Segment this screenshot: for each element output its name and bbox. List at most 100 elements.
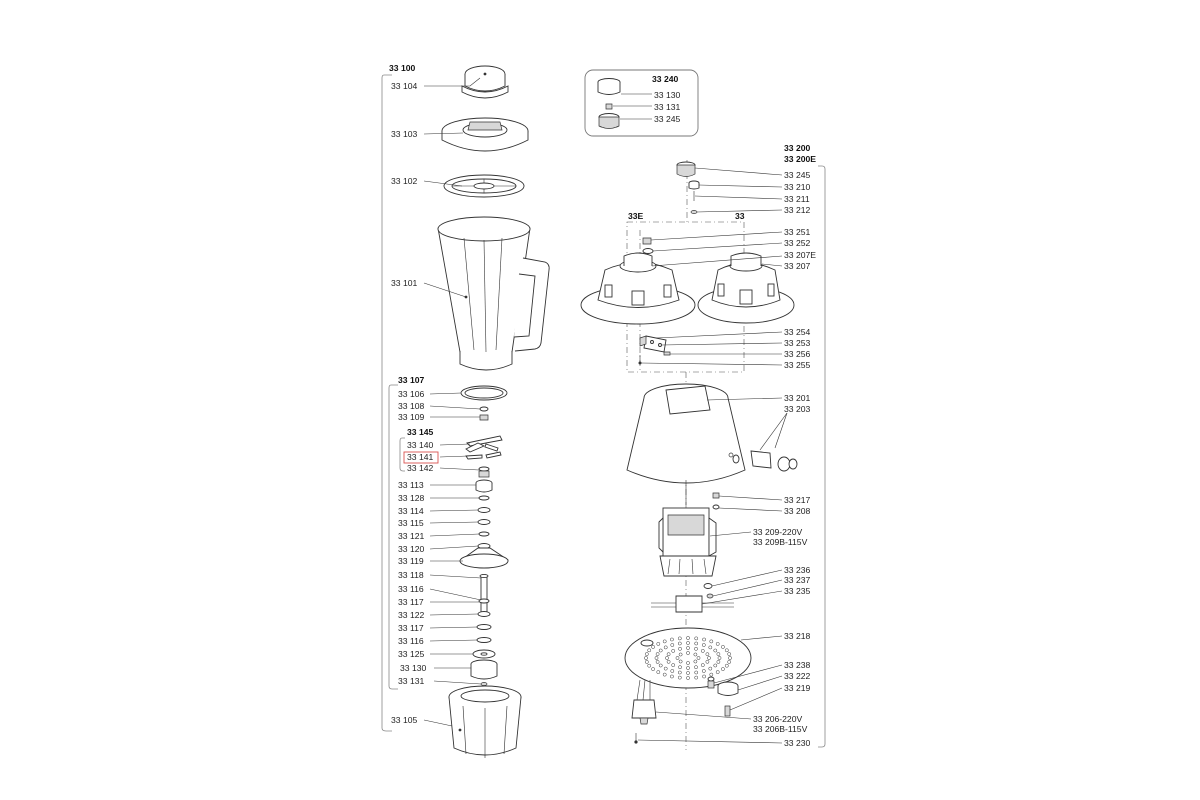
- foot-parts: [707, 676, 739, 717]
- plate-hole: [656, 670, 661, 674]
- motor-base-33207E: [580, 252, 696, 325]
- part-label: 33 130: [400, 663, 427, 673]
- bottom-plate-part: [624, 627, 752, 689]
- part-label: 33 105: [391, 715, 418, 725]
- part-label: 33 209-220V: [753, 527, 802, 537]
- part-label: 33 209B-115V: [753, 537, 808, 547]
- part-label: 33 208: [784, 506, 811, 516]
- plate-hole: [671, 663, 676, 667]
- plate-hole: [644, 656, 648, 660]
- plate-hole: [708, 645, 713, 650]
- part-label: 33 210: [784, 182, 811, 192]
- plate-hole: [694, 675, 699, 680]
- lid-part: [441, 117, 529, 152]
- part-label: 33 211: [784, 194, 810, 204]
- part-label: 33 104: [391, 81, 418, 91]
- right-part-labels: 33 245 33 210 33 211 33 212 33 251 33 25…: [753, 170, 816, 748]
- part-label: 33 217: [784, 495, 811, 505]
- part-label: 33 117: [398, 597, 424, 607]
- motor-base-33207: [697, 252, 795, 324]
- plate-hole: [724, 663, 729, 668]
- plate-hole: [707, 656, 711, 660]
- plate-hole: [728, 656, 732, 660]
- kit-label: 33 130: [654, 90, 681, 100]
- plate-hole: [727, 660, 732, 664]
- plate-hole: [670, 637, 674, 642]
- group-label-33100: 33 100: [389, 63, 416, 73]
- part-label: 33 236: [784, 565, 811, 575]
- plate-hole: [713, 648, 718, 653]
- highlight-box: [403, 451, 439, 464]
- plate-hole: [666, 652, 671, 657]
- part-label: 33 116: [398, 636, 424, 646]
- plate-hole: [686, 636, 690, 640]
- plate-hole: [696, 656, 701, 660]
- part-label: 33 118: [398, 570, 424, 580]
- plate-hole: [721, 667, 725, 671]
- plate-hole: [651, 667, 655, 671]
- part-label: 33 140: [407, 440, 434, 450]
- switch-part: [732, 412, 798, 472]
- plate-hole: [686, 641, 690, 645]
- part-label: 33 252: [784, 238, 811, 248]
- small-fastener-part: [712, 504, 720, 510]
- plate-hole: [658, 663, 663, 668]
- part-label: 33 121: [398, 531, 425, 541]
- cord-assembly-part: [631, 679, 657, 744]
- group-label-33240: 33 240: [652, 74, 679, 84]
- part-label: 33 101: [391, 278, 418, 288]
- coupling-kit-parts: [597, 78, 652, 129]
- part-label: 33 206B-115V: [753, 724, 808, 734]
- plate-hole: [694, 636, 699, 641]
- part-label: 33 113: [398, 480, 424, 490]
- plate-hole: [677, 641, 682, 646]
- bracket-33107: [388, 384, 398, 690]
- part-label: 33 116: [398, 584, 424, 594]
- kit-label: 33 245: [654, 114, 681, 124]
- jar-base-part: [448, 685, 522, 758]
- plate-hole: [677, 675, 682, 680]
- plate-hole: [654, 656, 659, 660]
- part-label: 33 128: [398, 493, 425, 503]
- part-label: 33 245: [784, 170, 811, 180]
- variant-label-33E: 33E: [628, 211, 644, 221]
- plate-hole: [686, 661, 690, 665]
- plate-hole: [686, 651, 690, 655]
- part-label: 33 201: [784, 393, 811, 403]
- plate-hole: [675, 656, 680, 660]
- plate-hole: [677, 670, 682, 675]
- part-label: 33 206-220V: [753, 714, 802, 724]
- plate-hole: [658, 648, 663, 653]
- left-leader-lines: [423, 77, 482, 727]
- part-label: 33 254: [784, 327, 811, 337]
- small-fastener-part: [712, 492, 720, 499]
- plate-hole: [678, 652, 683, 657]
- part-label: 33 115: [398, 518, 424, 528]
- plate-hole: [716, 660, 721, 664]
- part-label: 33 207E: [784, 250, 816, 260]
- part-label: 33 120: [398, 544, 425, 554]
- plate-hole: [686, 671, 690, 675]
- part-label: 33 131: [398, 676, 425, 686]
- plate-hole: [705, 659, 710, 664]
- plate-hole: [678, 659, 683, 664]
- plate-hole: [670, 643, 675, 647]
- part-label: 33 253: [784, 338, 811, 348]
- part-label: 33 117: [398, 623, 424, 633]
- plate-hole: [647, 663, 652, 668]
- plate-hole: [651, 645, 655, 649]
- part-label: 33 119: [398, 556, 424, 566]
- part-label: 33 237: [784, 575, 811, 585]
- plate-hole: [709, 639, 714, 644]
- plate-hole: [686, 646, 690, 650]
- plate-hole: [647, 648, 652, 653]
- part-label: 33 207: [784, 261, 811, 271]
- group-label-33200: 33 200: [784, 143, 811, 153]
- part-label: 33 235: [784, 586, 811, 596]
- part-label: 33 125: [398, 649, 425, 659]
- plate-hole: [715, 670, 720, 674]
- plate-hole: [713, 663, 718, 668]
- bracket-33200: [818, 165, 826, 748]
- part-label: 33 218: [784, 631, 811, 641]
